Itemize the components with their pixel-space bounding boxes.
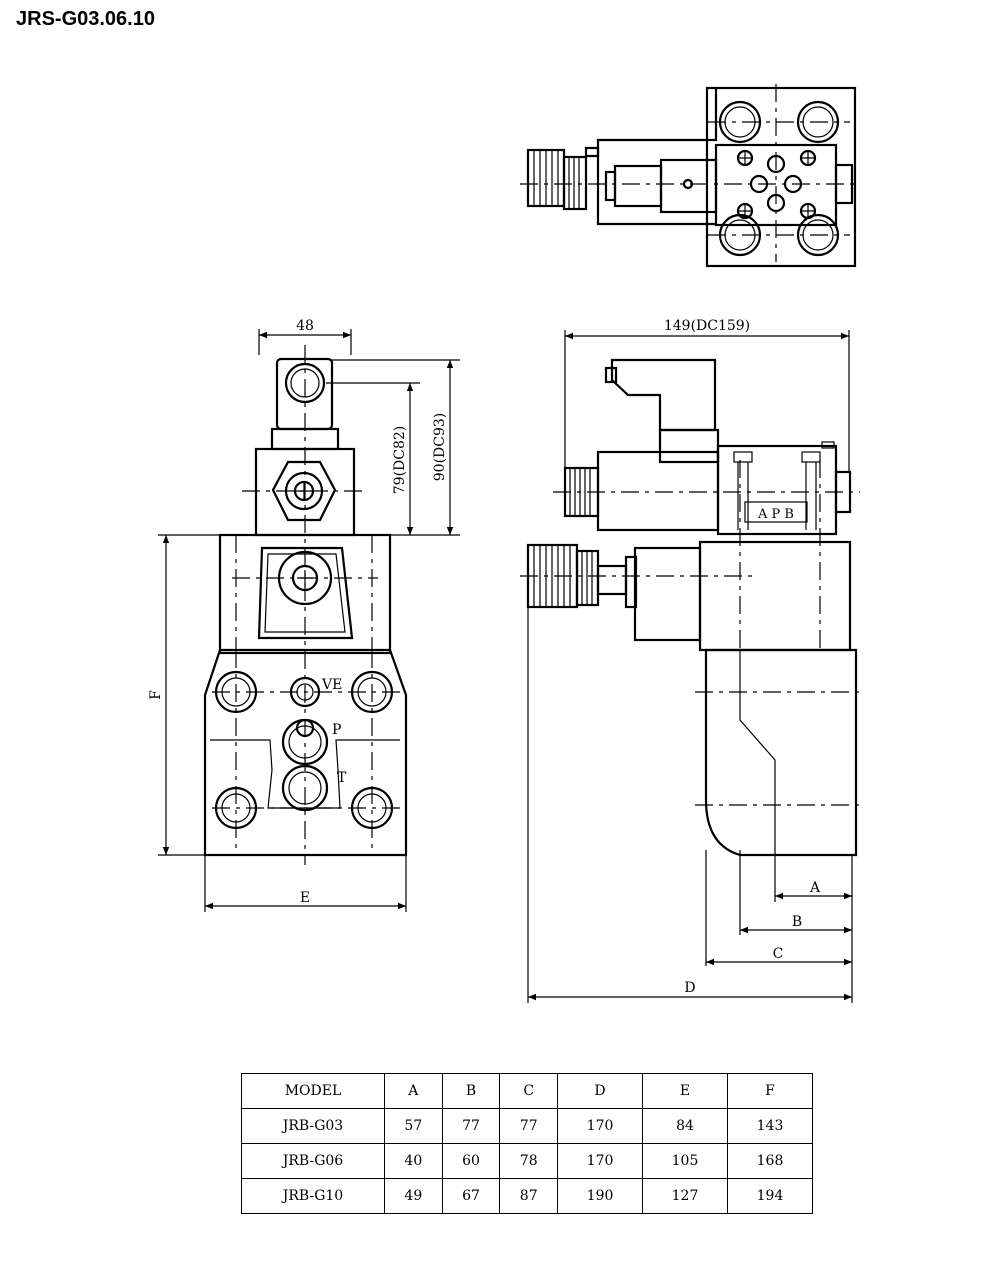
table-header-cell: E xyxy=(642,1073,728,1109)
table-header-cell: F xyxy=(727,1073,813,1109)
table-cell: 67 xyxy=(441,1178,501,1214)
dim-c-label: C xyxy=(773,946,784,962)
drawing-title: JRS-G03.06.10 xyxy=(16,8,155,30)
table-cell: 143 xyxy=(727,1108,813,1144)
table-cell: JRB-G10 xyxy=(241,1178,385,1214)
dim-d-label: D xyxy=(684,980,695,996)
table-cell: 60 xyxy=(441,1143,501,1179)
dim-f-label: F xyxy=(148,690,164,700)
table-cell: 57 xyxy=(384,1108,443,1144)
table-cell: 105 xyxy=(642,1143,728,1179)
table-cell: 170 xyxy=(557,1143,644,1179)
table-header-row: MODEL A B C D E F xyxy=(241,1073,813,1109)
port-ve-label: VE xyxy=(321,677,342,693)
port-t-label: T xyxy=(337,770,347,786)
table-cell: JRB-G06 xyxy=(241,1143,385,1179)
table-cell: 87 xyxy=(499,1178,559,1214)
dim-height-short-label: 79(DC82) xyxy=(392,426,408,495)
dim-length-label: 149(DC159) xyxy=(664,318,750,334)
port-p-label: P xyxy=(332,722,341,738)
dim-b-label: B xyxy=(792,914,802,930)
table-cell: 49 xyxy=(384,1178,443,1214)
port-apb-label: A P B xyxy=(757,507,794,522)
technical-drawing: 48 79(DC82) 90(DC93) F E VE P T A P B 14… xyxy=(148,84,860,1003)
dim-a-label: A xyxy=(809,880,821,896)
table-cell: JRB-G03 xyxy=(241,1108,385,1144)
table-cell: 170 xyxy=(557,1108,644,1144)
table-row: JRB-G10 49 67 87 190 127 194 xyxy=(241,1178,813,1214)
table-cell: 194 xyxy=(727,1178,813,1214)
table-cell: 190 xyxy=(557,1178,644,1214)
table-cell: 77 xyxy=(499,1108,559,1144)
table-cell: 127 xyxy=(642,1178,728,1214)
dim-width-label: 48 xyxy=(296,318,314,334)
table-header-cell: C xyxy=(499,1073,559,1109)
front-view xyxy=(158,329,460,912)
dim-e-label: E xyxy=(300,890,310,906)
table-cell: 84 xyxy=(642,1108,728,1144)
table-header-cell: MODEL xyxy=(241,1073,385,1109)
table-cell: 77 xyxy=(441,1108,501,1144)
side-view xyxy=(520,330,860,1003)
dim-height-tall-label: 90(DC93) xyxy=(432,413,448,482)
table-cell: 78 xyxy=(499,1143,559,1179)
table-cell: 40 xyxy=(384,1143,443,1179)
table-header-cell: B xyxy=(441,1073,501,1109)
table-header-cell: D xyxy=(557,1073,644,1109)
dimension-table: MODEL A B C D E F JRB-G03 57 77 77 170 8… xyxy=(241,1073,813,1214)
top-view xyxy=(520,84,860,268)
table-row: JRB-G03 57 77 77 170 84 143 xyxy=(241,1108,813,1144)
table-cell: 168 xyxy=(727,1143,813,1179)
table-row: JRB-G06 40 60 78 170 105 168 xyxy=(241,1143,813,1179)
table-header-cell: A xyxy=(384,1073,443,1109)
